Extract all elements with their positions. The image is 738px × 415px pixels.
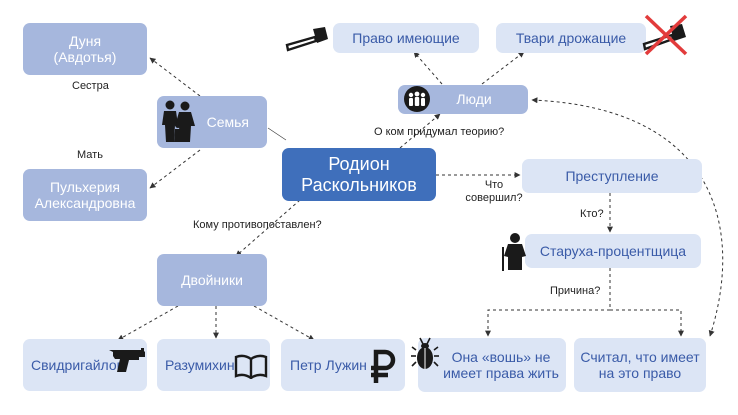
node-razumikhin-label: Разумихин — [165, 356, 235, 373]
link-people-right — [413, 51, 443, 85]
axe-icon — [285, 27, 328, 52]
node-pulkheria-label: Пульхерия Александровна — [34, 178, 136, 211]
label-theory: О ком придумал теорию? — [374, 126, 505, 138]
ruble-icon — [371, 349, 396, 383]
node-crime-label: Преступление — [565, 167, 659, 184]
label-sister: Сестра — [72, 80, 109, 92]
label-who: Кто? — [580, 208, 604, 220]
link-reason-split — [485, 268, 611, 337]
link-doubles-luzhin — [253, 305, 315, 341]
node-trembling-label: Твари дрожащие — [515, 29, 627, 46]
node-luzhin[interactable]: Петр Лужин — [281, 339, 405, 391]
node-crime[interactable]: Преступление — [522, 159, 702, 193]
link-doubles-svidrigailov — [117, 305, 179, 341]
link-center-doubles — [235, 199, 301, 257]
crossed-axe-icon — [642, 14, 688, 56]
node-doubles-label: Двойники — [181, 271, 243, 288]
label-what-did: Что совершил? — [464, 179, 524, 205]
node-old-woman-label: Старуха-процентщица — [539, 242, 687, 259]
book-icon — [234, 354, 268, 379]
old-woman-icon — [502, 233, 526, 271]
node-doubles[interactable]: Двойники — [157, 254, 267, 306]
node-luzhin-label: Петр Лужин — [290, 356, 367, 373]
link-center-people — [399, 113, 441, 149]
link-curve-back — [531, 97, 724, 337]
label-reason: Причина? — [550, 285, 601, 297]
node-pulkheria[interactable]: Пульхерия Александровна — [23, 169, 147, 221]
node-dunya[interactable]: Дуня (Авдотья) — [23, 23, 147, 75]
node-old-woman[interactable]: Старуха-процентщица — [525, 234, 701, 268]
crowd-icon — [404, 86, 430, 112]
node-right-having[interactable]: Право имеющие — [333, 23, 479, 53]
label-opposed: Кому противопоставлен? — [193, 219, 322, 231]
family-icon — [162, 100, 195, 142]
label-what-did-text: Что совершил? — [465, 179, 523, 205]
node-right-having-label: Право имеющие — [352, 29, 460, 46]
node-svidrigailov-label: Свидригайлов — [31, 356, 125, 373]
node-trembling[interactable]: Твари дрожащие — [496, 23, 646, 53]
link-reason-right — [610, 309, 684, 337]
label-mother: Мать — [77, 149, 103, 161]
link-family-pulkheria — [149, 149, 201, 189]
node-family-label: Семья — [206, 113, 249, 130]
link-center-family — [267, 127, 287, 141]
bug-icon — [411, 337, 439, 369]
node-louse-label: Она «вошь» не имеет права жить — [443, 348, 559, 381]
node-people-label: Люди — [456, 91, 492, 108]
node-center[interactable]: Родион Раскольников — [282, 148, 436, 201]
link-people-trembling — [481, 51, 525, 85]
node-center-label: Родион Раскольников — [301, 153, 417, 195]
pistol-icon — [109, 348, 145, 372]
node-believed-right[interactable]: Считал, что имеет на это право — [574, 338, 706, 392]
node-louse[interactable]: Она «вошь» не имеет права жить — [418, 338, 566, 392]
node-dunya-label: Дуня (Авдотья) — [53, 32, 117, 65]
link-family-dunya — [149, 57, 201, 97]
node-believed-right-label: Считал, что имеет на это право — [580, 348, 700, 381]
